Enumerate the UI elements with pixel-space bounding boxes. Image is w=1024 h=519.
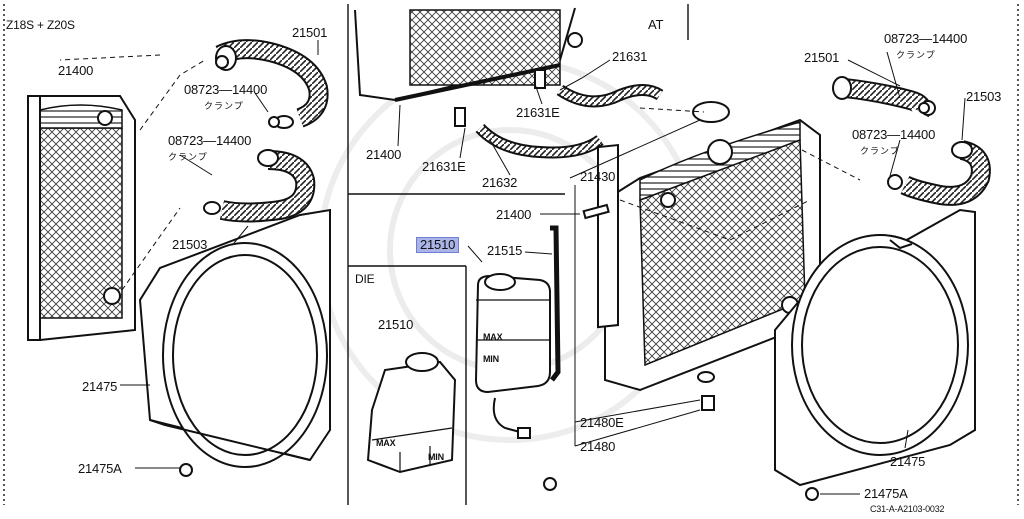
- clamp-jp-1-left: クランプ: [204, 101, 244, 111]
- model-variant-label: Z18S + Z20S: [6, 18, 75, 32]
- diesel-reserve-tank: [366, 352, 457, 474]
- small-parts: [179, 55, 930, 501]
- diesel-tank-min-mark: MIN: [428, 452, 444, 462]
- callout-21510-diesel[interactable]: 21510: [378, 317, 414, 332]
- section-frames: [3, 4, 1019, 505]
- callout-21480E[interactable]: 21480E: [580, 415, 624, 430]
- callout-21475-left[interactable]: 21475: [82, 379, 118, 394]
- right-shroud: [774, 208, 976, 487]
- callout-clamp-1-left[interactable]: 08723—14400: [184, 82, 268, 97]
- clamp-jp-1-right: クランプ: [896, 50, 936, 60]
- tank-max-mark: MAX: [483, 332, 503, 342]
- left-shroud: [138, 208, 331, 468]
- callout-21501-left[interactable]: 21501: [292, 25, 328, 40]
- diesel-tank-max-mark: MAX: [376, 438, 396, 448]
- callout-21631[interactable]: 21631: [612, 49, 648, 64]
- main-radiator: [582, 101, 821, 392]
- diesel-variant-label: DIE: [355, 272, 375, 286]
- clamp-jp-2-left: クランプ: [168, 152, 208, 162]
- callout-21503-right[interactable]: 21503: [966, 89, 1002, 104]
- callout-21400-left[interactable]: 21400: [58, 63, 94, 78]
- callout-21475A-left[interactable]: 21475A: [78, 461, 122, 476]
- callout-21430[interactable]: 21430: [580, 169, 616, 184]
- callout-21631E-a[interactable]: 21631E: [516, 105, 560, 120]
- diagram-code: C31-A-A2103-0032: [870, 504, 945, 514]
- callout-clamp-2-right[interactable]: 08723—14400: [852, 127, 936, 142]
- callout-21515[interactable]: 21515: [487, 243, 523, 258]
- at-radiator: [354, 7, 664, 159]
- clamp-jp-2-right: クランプ: [860, 146, 900, 156]
- callout-21400-at[interactable]: 21400: [366, 147, 402, 162]
- callout-clamp-1-right[interactable]: 08723—14400: [884, 31, 968, 46]
- callout-21503-left[interactable]: 21503: [172, 237, 208, 252]
- callout-21475-right[interactable]: 21475: [890, 454, 926, 469]
- left-radiator: [27, 95, 136, 341]
- callout-21480[interactable]: 21480: [580, 439, 616, 454]
- callout-clamp-2-left[interactable]: 08723—14400: [168, 133, 252, 148]
- left-hoses: [203, 39, 329, 223]
- at-variant-label: AT: [648, 17, 664, 32]
- leader-lines: [59, 40, 966, 495]
- callout-21400-center[interactable]: 21400: [496, 207, 532, 222]
- callout-21475A-right[interactable]: 21475A: [864, 486, 908, 501]
- callout-21632[interactable]: 21632: [482, 175, 518, 190]
- tank-min-mark: MIN: [483, 354, 499, 364]
- reserve-tank: [474, 225, 561, 439]
- callout-21510-highlighted[interactable]: 21510: [416, 237, 460, 253]
- callout-21631E-b[interactable]: 21631E: [422, 159, 466, 174]
- callout-21501-right[interactable]: 21501: [804, 50, 840, 65]
